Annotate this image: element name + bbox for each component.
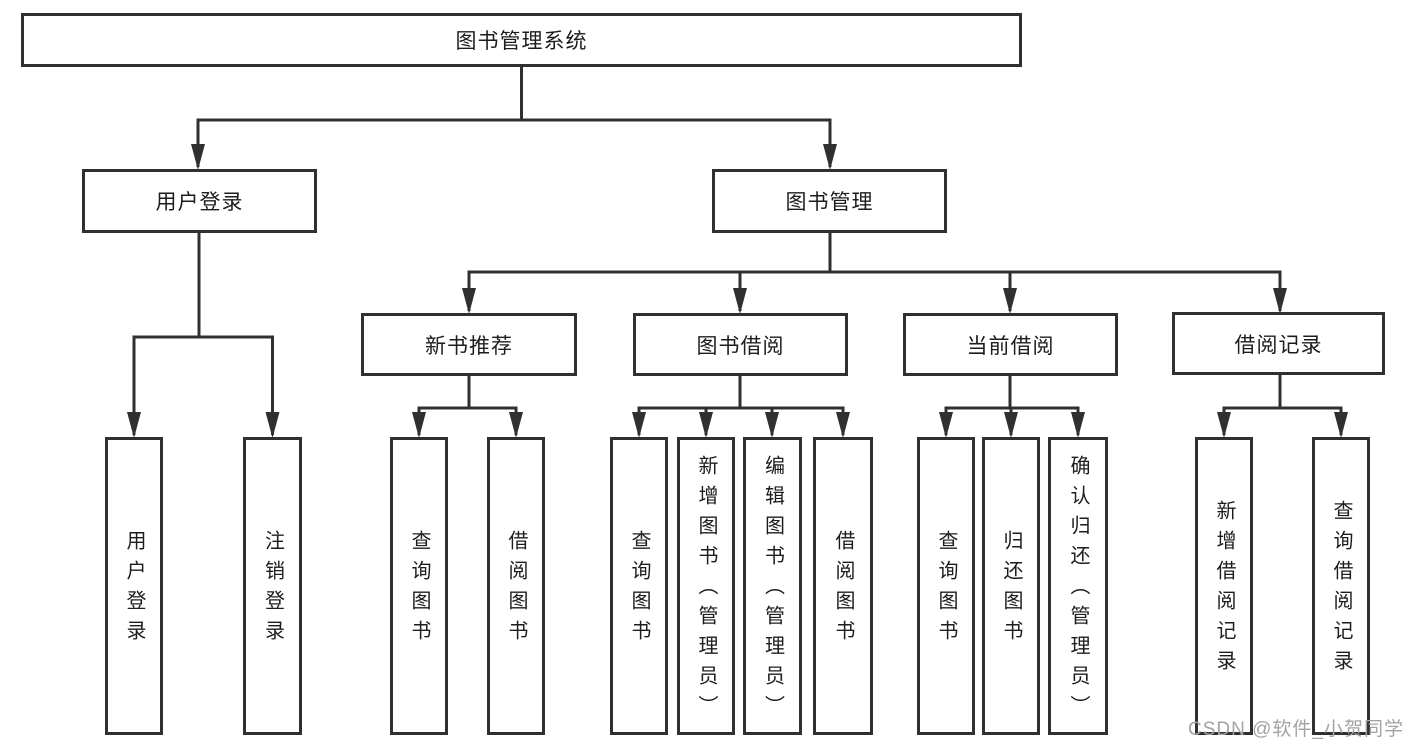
arrowhead-icon (191, 144, 205, 170)
arrowhead-icon (823, 144, 837, 170)
arrowhead-icon (765, 412, 779, 438)
arrowhead-icon (265, 412, 280, 438)
node-book-borrow: 图书借阅 (633, 313, 848, 376)
connector-bookmgmt-rail (467, 270, 1282, 311)
leaf-newbook-borrow: 借阅图书 (487, 437, 545, 735)
node-library-management-system: 图书管理系统 (21, 13, 1022, 67)
arrowhead-icon (699, 412, 713, 438)
arrowhead-icon (127, 412, 141, 438)
arrowhead-icon (836, 412, 850, 438)
node-new-book-recommend: 新书推荐 (361, 313, 577, 376)
leaf-borrow-borrow: 借阅图书 (813, 437, 873, 735)
leaf-current-confirm-admin: 确认归还（管理员） (1048, 437, 1108, 735)
leaf-logout: 注销登录 (243, 437, 302, 735)
leaf-newbook-query: 查询图书 (390, 437, 448, 735)
arrowhead-icon (1003, 288, 1017, 314)
connector-borrow-rail (637, 406, 845, 435)
leaf-records-query: 查询借阅记录 (1312, 437, 1370, 735)
arrowhead-icon (1273, 288, 1287, 314)
arrowhead-icon (1217, 412, 1231, 438)
arrowhead-icon (1334, 412, 1348, 438)
leaf-current-query: 查询图书 (917, 437, 975, 735)
connector-newbook-rail (417, 406, 518, 435)
connector-root-rail (196, 118, 832, 167)
arrowhead-icon (412, 412, 426, 438)
connector-userlogin-rail (132, 335, 274, 435)
node-user-login: 用户登录 (82, 169, 317, 233)
csdn-watermark: CSDN @软件_小贺同学 (1188, 719, 1404, 740)
arrowhead-icon (1071, 412, 1085, 438)
arrowhead-icon (733, 288, 747, 314)
connector-records-rail (1222, 406, 1343, 435)
arrowhead-icon (1004, 412, 1018, 438)
arrowhead-icon (462, 288, 476, 314)
leaf-current-return: 归还图书 (982, 437, 1040, 735)
node-current-borrow: 当前借阅 (903, 313, 1118, 376)
arrowhead-icon (939, 412, 953, 438)
leaf-user-login: 用户登录 (105, 437, 163, 735)
arrowhead-icon (509, 412, 523, 438)
node-borrow-records: 借阅记录 (1172, 312, 1385, 375)
leaf-borrow-add-admin: 新增图书（管理员） (677, 437, 735, 735)
node-book-management: 图书管理 (712, 169, 947, 233)
leaf-records-add: 新增借阅记录 (1195, 437, 1253, 735)
leaf-borrow-edit-admin: 编辑图书（管理员） (743, 437, 802, 735)
leaf-borrow-query: 查询图书 (610, 437, 668, 735)
arrowhead-icon (632, 412, 646, 438)
